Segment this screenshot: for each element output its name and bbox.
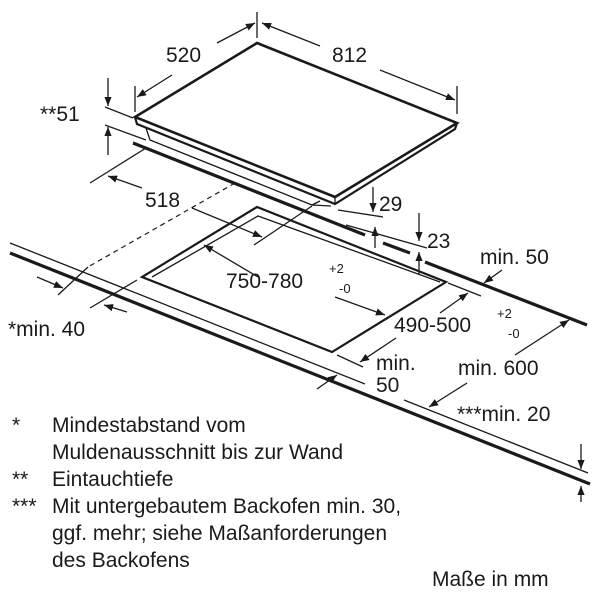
legend-mark-2: ** [12, 468, 28, 491]
countertop-back-edge-2 [382, 241, 411, 255]
cutout-inner-edge [151, 215, 441, 283]
dimension-lines [36, 12, 585, 502]
dim-min-back: min. 50 [480, 246, 549, 269]
dim-cutout-width-tol-minus: -0 [339, 281, 351, 296]
units-note: Maße in mm [432, 568, 549, 591]
dim-hob-depth: 520 [166, 44, 201, 67]
dim-cutout-width: 750-780 [226, 270, 303, 293]
legend-text-1a: Mindestabstand vom [52, 414, 246, 437]
dim-height-29: 29 [379, 193, 402, 216]
dim-body-depth: 518 [145, 189, 180, 212]
hob [132, 41, 460, 207]
dim-immersion-depth: **51 [40, 103, 80, 126]
legend: * Mindestabstand vom Muldenausschnitt bi… [12, 414, 549, 591]
legend-text-3c: des Backofens [52, 549, 190, 572]
dim-min-thickness: ***min. 20 [457, 403, 550, 426]
legend-mark-3: *** [12, 495, 37, 518]
countertop [9, 141, 591, 486]
countertop-front-edge [9, 251, 591, 486]
dim-hob-width: 812 [332, 44, 367, 67]
countertop-back-edge [132, 141, 366, 237]
cutout-outline [139, 205, 449, 354]
legend-text-2: Eintauchtiefe [52, 468, 173, 491]
hob-body [145, 127, 321, 206]
countertop-front-top-edge-2 [403, 399, 589, 474]
legend-text-3b: ggf. mehr; siehe Maßanforderungen [52, 522, 387, 545]
dim-cutout-depth-tol-minus: -0 [508, 326, 520, 341]
dim-cutout-depth: 490-500 [394, 314, 471, 337]
dim-cutout-depth-tol-plus: +2 [497, 306, 512, 321]
cutout [139, 205, 449, 354]
dim-min-front-2: 50 [376, 374, 399, 397]
dim-min-front-1: min. [376, 352, 416, 375]
legend-text-3a: Mit untergebautem Backofen min. 30, [52, 495, 401, 518]
dim-height-23: 23 [427, 230, 450, 253]
dim-min-wall: *min. 40 [8, 318, 85, 341]
legend-text-1b: Muldenausschnitt bis zur Wand [52, 441, 343, 464]
legend-mark-1: * [12, 414, 20, 437]
countertop-back-edge-3 [424, 260, 588, 327]
dim-cutout-width-tol-plus: +2 [329, 261, 344, 276]
dim-min-counter: min. 600 [458, 357, 539, 380]
hob-body-front [311, 204, 332, 207]
countertop-front-top-edge [9, 242, 366, 385]
